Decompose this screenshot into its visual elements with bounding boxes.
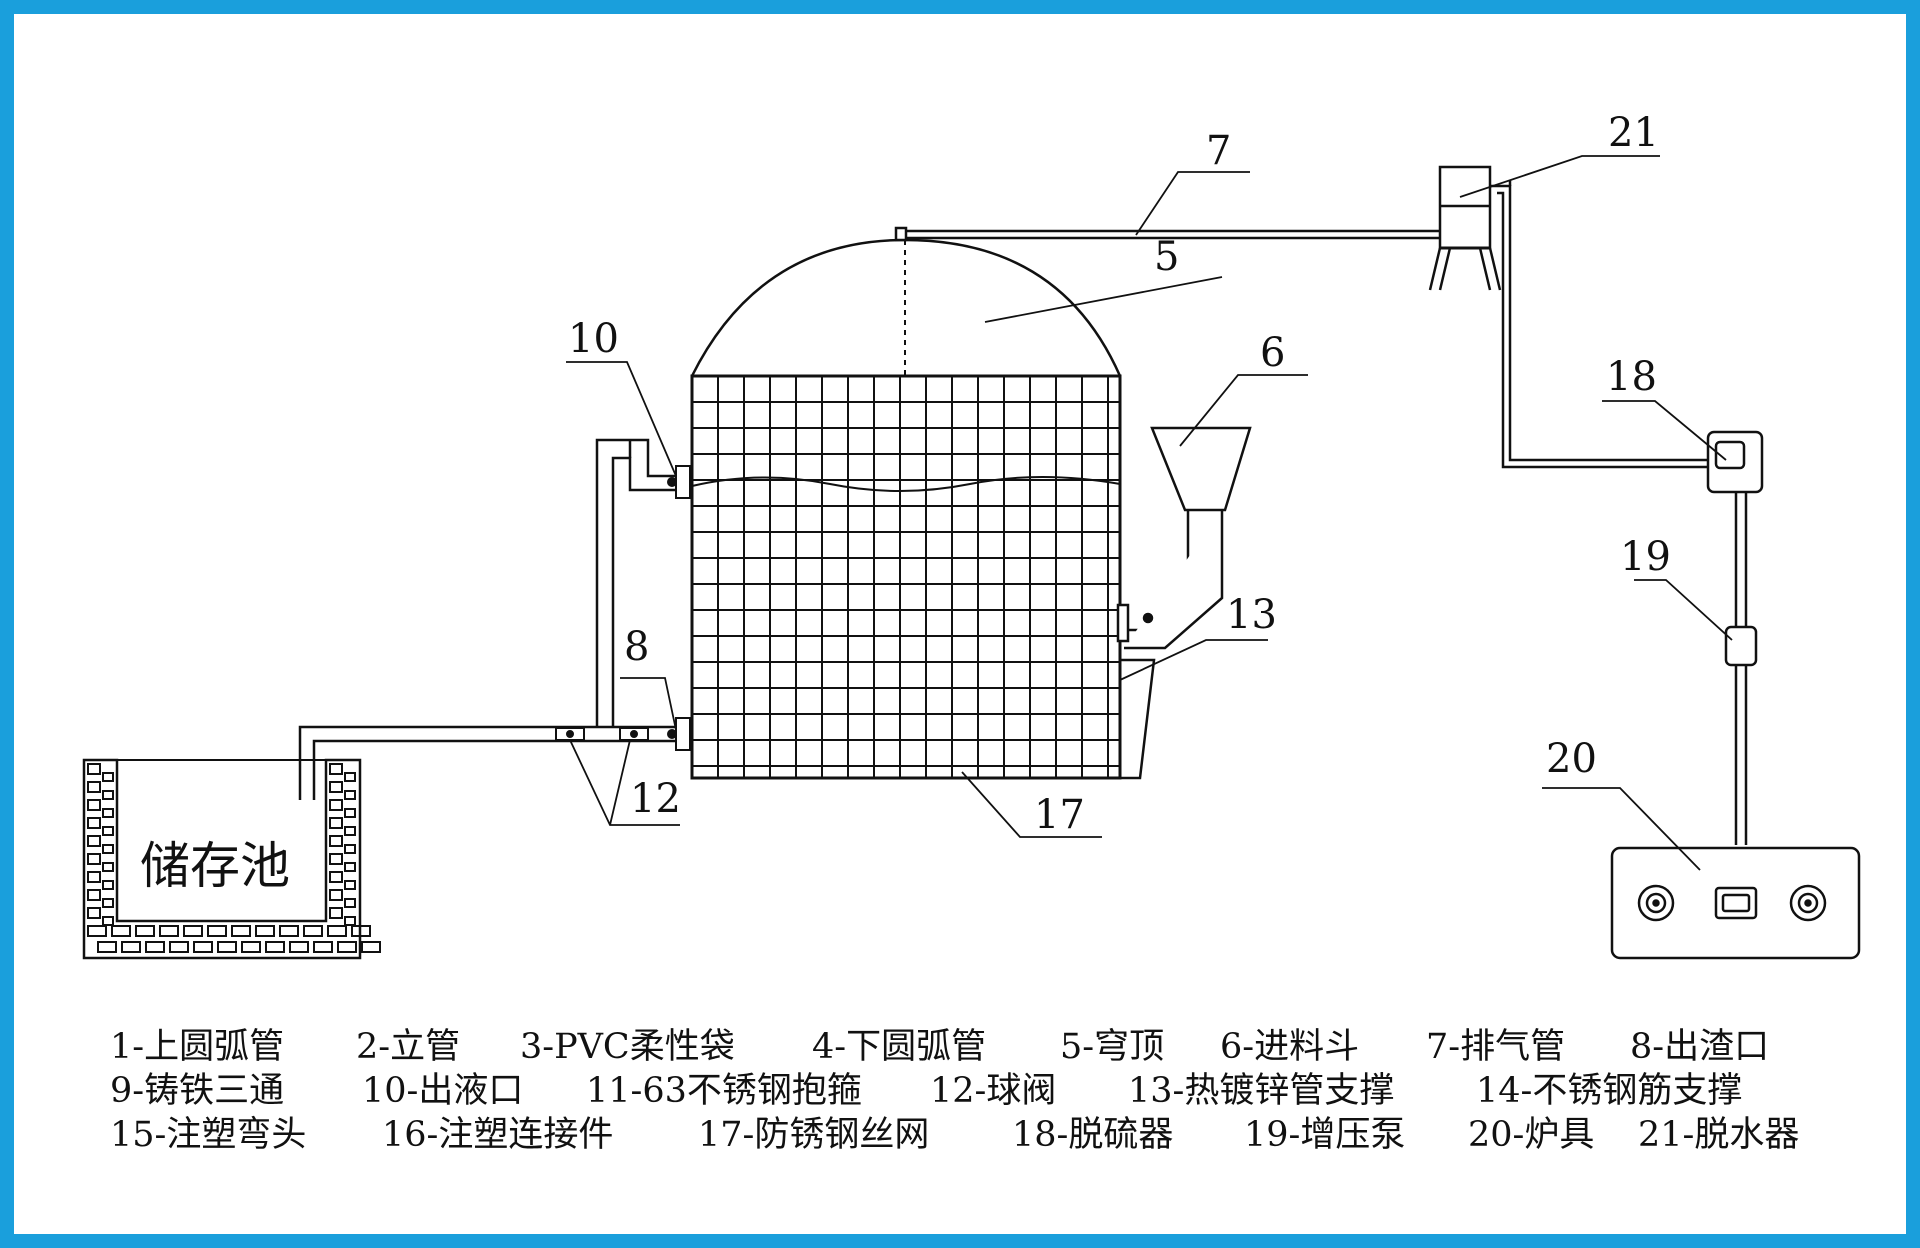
callout-numbers: 7 5 6 10 8 12 13 17 21 18 19 20 bbox=[568, 110, 1671, 838]
liquid-outlet-flange bbox=[667, 465, 691, 499]
feed-hopper bbox=[1116, 426, 1252, 650]
callout-6: 6 bbox=[1260, 330, 1285, 376]
callout-17: 17 bbox=[1034, 792, 1085, 838]
legend-item: 5-穹顶 bbox=[1060, 1027, 1164, 1067]
legend-item: 6-进料斗 bbox=[1220, 1027, 1359, 1067]
legend-item: 4-下圆弧管 bbox=[812, 1027, 986, 1067]
gas-pipe bbox=[1490, 180, 1748, 845]
exhaust-pipe bbox=[894, 226, 1440, 242]
legend-item: 12-球阀 bbox=[930, 1071, 1056, 1111]
callout-19: 19 bbox=[1620, 534, 1671, 580]
legend-item: 17-防锈钢丝网 bbox=[698, 1115, 929, 1155]
callout-20: 20 bbox=[1546, 736, 1597, 782]
legend-item: 3-PVC柔性袋 bbox=[520, 1027, 735, 1067]
legend-item: 16-注塑连接件 bbox=[382, 1115, 613, 1155]
callout-7: 7 bbox=[1206, 128, 1231, 174]
desulfurizer bbox=[1706, 430, 1764, 494]
stove bbox=[1610, 846, 1861, 960]
ball-valve-2 bbox=[619, 727, 649, 741]
callout-10: 10 bbox=[568, 316, 619, 362]
legend-row-3: 15-注塑弯头 16-注塑连接件 17-防锈钢丝网 18-脱硫器 19-增压泵 … bbox=[110, 1115, 1799, 1155]
callout-18: 18 bbox=[1606, 354, 1657, 400]
slag-outlet-flange bbox=[667, 717, 691, 751]
galvanized-support bbox=[1120, 658, 1156, 780]
ball-valve-1 bbox=[555, 727, 585, 741]
callout-21: 21 bbox=[1608, 110, 1659, 156]
callout-12: 12 bbox=[630, 776, 681, 822]
legend-item: 2-立管 bbox=[356, 1027, 460, 1067]
callout-13: 13 bbox=[1226, 592, 1277, 638]
legend: 1-上圆弧管 2-立管 3-PVC柔性袋 4-下圆弧管 5-穹顶 6-进料斗 7… bbox=[110, 1027, 1799, 1155]
legend-item: 13-热镀锌管支撑 bbox=[1128, 1071, 1394, 1111]
storage-tank-label: 储存池 bbox=[140, 837, 290, 895]
legend-item: 11-63不锈钢抱箍 bbox=[586, 1071, 862, 1111]
storage-tank bbox=[82, 758, 381, 960]
legend-item: 10-出液口 bbox=[362, 1071, 523, 1111]
legend-item: 21-脱水器 bbox=[1638, 1115, 1799, 1155]
legend-item: 18-脱硫器 bbox=[1012, 1115, 1173, 1155]
biogas-system-diagram: 储存池 bbox=[82, 110, 1861, 1155]
legend-item: 9-铸铁三通 bbox=[110, 1071, 284, 1111]
booster-pump bbox=[1724, 625, 1758, 667]
legend-item: 8-出渣口 bbox=[1630, 1027, 1769, 1067]
legend-item: 20-炉具 bbox=[1468, 1115, 1594, 1155]
leader-lines bbox=[566, 155, 1733, 871]
callout-8: 8 bbox=[624, 624, 649, 670]
legend-item: 15-注塑弯头 bbox=[110, 1115, 306, 1155]
legend-row-2: 9-铸铁三通 10-出液口 11-63不锈钢抱箍 12-球阀 13-热镀锌管支撑… bbox=[110, 1071, 1742, 1111]
slurry-pipe bbox=[298, 438, 690, 800]
legend-item: 1-上圆弧管 bbox=[110, 1027, 284, 1067]
legend-row-1: 1-上圆弧管 2-立管 3-PVC柔性袋 4-下圆弧管 5-穹顶 6-进料斗 7… bbox=[110, 1027, 1769, 1067]
callout-5: 5 bbox=[1154, 234, 1179, 280]
legend-item: 14-不锈钢筋支撑 bbox=[1476, 1071, 1742, 1111]
legend-item: 7-排气管 bbox=[1426, 1027, 1565, 1067]
digester-body bbox=[690, 374, 1122, 780]
dehydrator bbox=[1428, 165, 1502, 291]
legend-item: 19-增压泵 bbox=[1244, 1115, 1405, 1155]
